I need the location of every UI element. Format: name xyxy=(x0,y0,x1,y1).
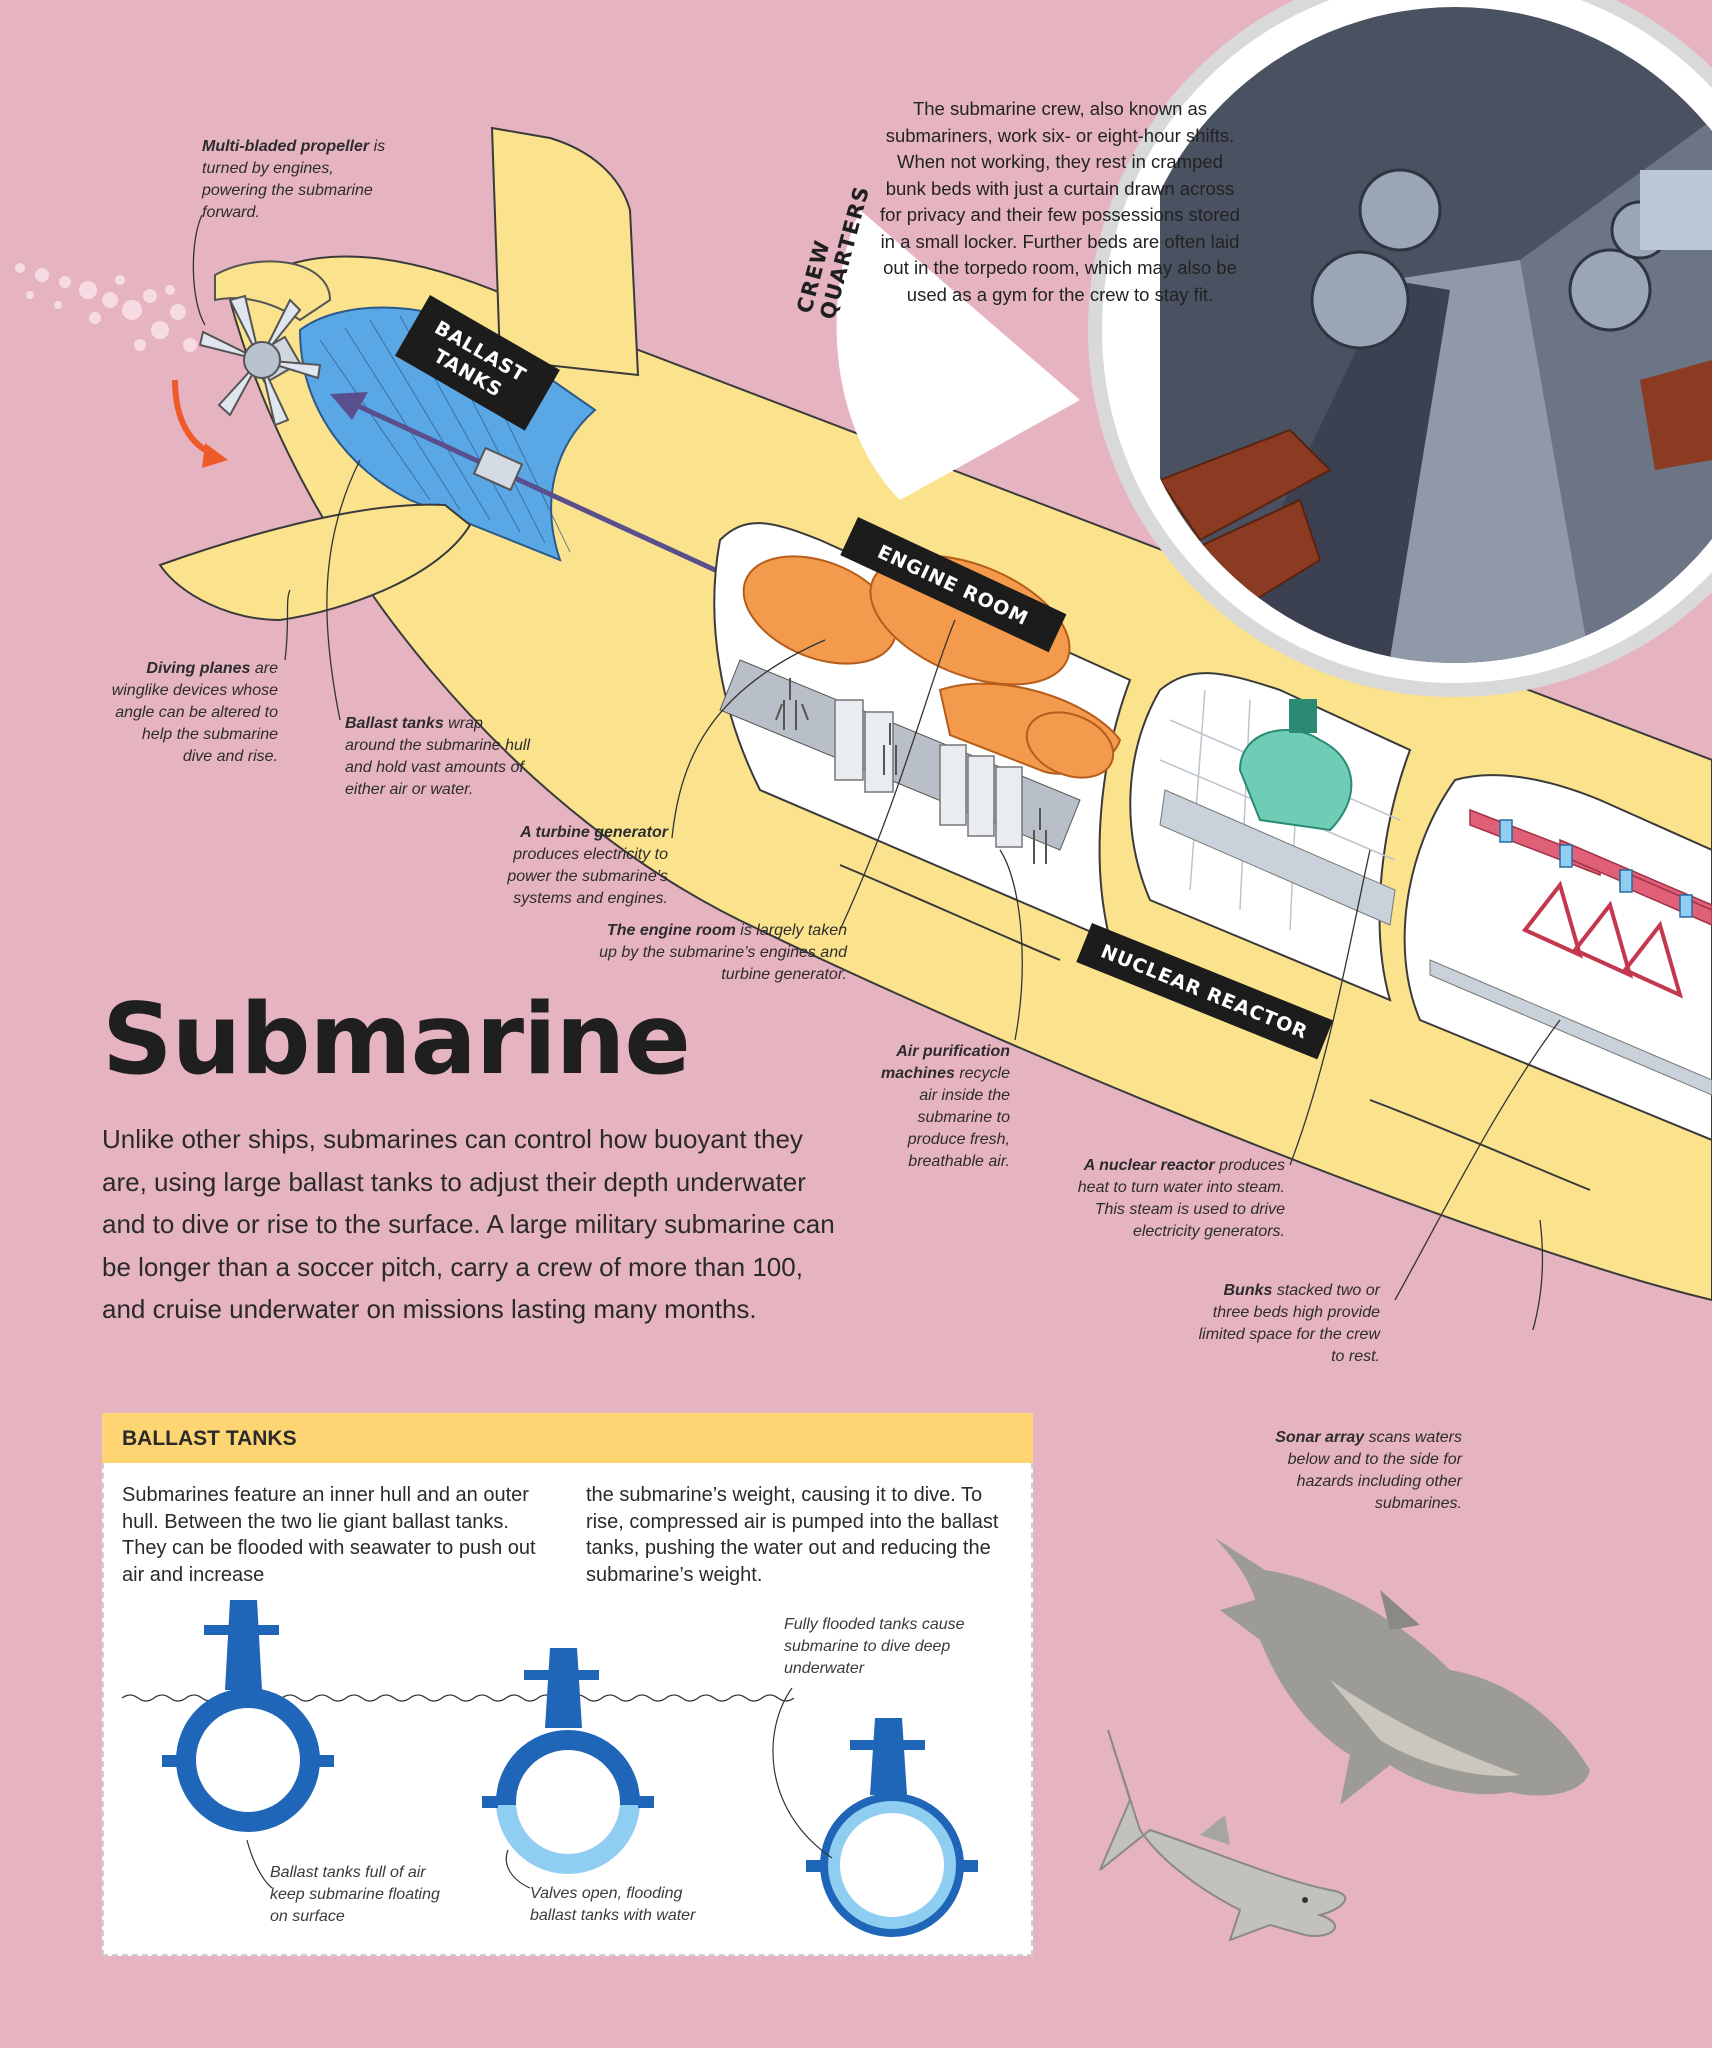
propeller-bubbles xyxy=(15,263,197,352)
intro-paragraph: Unlike other ships, submarines can contr… xyxy=(102,1124,835,1324)
label-nuclear-reactor: A nuclear reactor produces heat to turn … xyxy=(1077,1157,1285,1240)
page-title: Submarine xyxy=(102,983,691,1097)
crew-quarters-bubble xyxy=(836,0,1712,697)
label-engine-room: The engine room is largely taken up by t… xyxy=(599,922,847,983)
large-shark xyxy=(1215,1538,1590,1805)
diving-plane xyxy=(158,503,472,622)
small-shark xyxy=(1099,1729,1347,1942)
reactor-vessel xyxy=(1238,699,1353,832)
caption-full-air: Ballast tanks full of air keep submarine… xyxy=(270,1864,440,1925)
propeller xyxy=(198,260,332,427)
caption-flooded: Fully flooded tanks cause submarine to d… xyxy=(784,1616,965,1677)
rotation-arrow xyxy=(172,379,217,458)
tail-fin xyxy=(490,126,640,377)
ballast-text-col1: Submarines feature an inner hull and an … xyxy=(122,1484,536,1586)
ballast-text-col2: the submarine’s weight, causing it to di… xyxy=(586,1484,999,1586)
sharks xyxy=(1099,1538,1590,1942)
label-ballast-tanks: Ballast tanks wrap around the submarine … xyxy=(345,715,531,798)
label-air-purification: Air purification machines recycle air in… xyxy=(881,1043,1010,1170)
sub-diving xyxy=(806,1718,978,1937)
label-diving-planes: Diving planes are winglike devices whose… xyxy=(111,660,278,765)
label-bunks: Bunks stacked two or three beds high pro… xyxy=(1198,1282,1380,1365)
crew-quarters-text: The submarine crew, also known as submar… xyxy=(880,98,1240,305)
label-propeller: Multi-bladed propeller is turned by engi… xyxy=(202,138,386,221)
sub-floating xyxy=(162,1600,334,1832)
label-turbine: A turbine generator produces electricity… xyxy=(507,824,668,907)
label-sonar: Sonar array scans waters below and to th… xyxy=(1275,1429,1462,1512)
ballast-tanks-title: BALLAST TANKS xyxy=(122,1427,297,1450)
caption-valves: Valves open, flooding ballast tanks with… xyxy=(530,1885,696,1924)
ballast-tank-diagram xyxy=(121,1600,978,1937)
ballast-tanks-header xyxy=(102,1413,1033,1463)
sub-flooding xyxy=(482,1648,654,1874)
